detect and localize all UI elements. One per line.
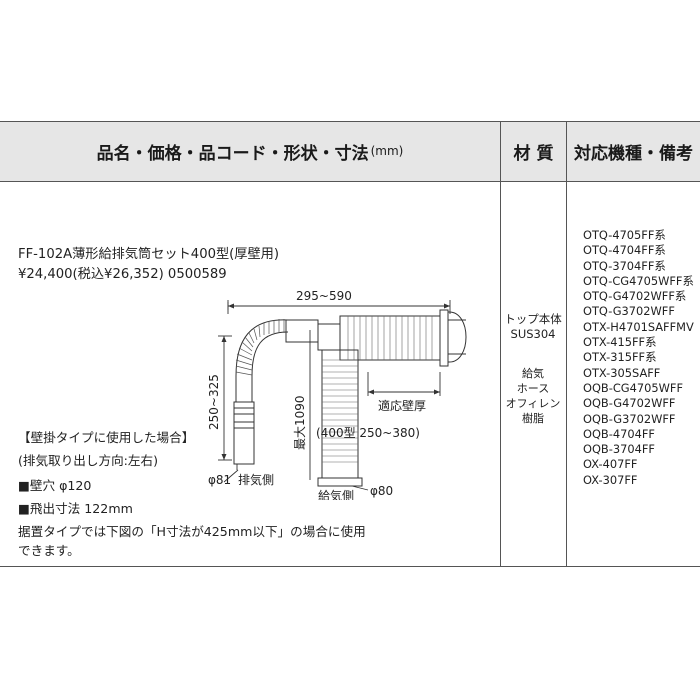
dim-vertical-label: 250~325 [207, 374, 221, 430]
material-top-line-1: トップ本体 [504, 312, 562, 326]
compatible-model: OTX-315FF系 [583, 350, 657, 365]
dimension-arrows [221, 303, 450, 460]
header-material-cell: 材 質 [501, 121, 566, 181]
compatible-model: OQB-G4702WFF [583, 396, 676, 411]
dim-width-label: 295~590 [296, 289, 352, 303]
compatible-models-list: OTQ-4705FF系 OTQ-4704FF系 OTQ-3704FF系 OTQ-… [583, 228, 694, 488]
wall-range-label: (400型 250~380) [316, 426, 420, 440]
junction-box [317, 323, 341, 351]
header-compatible-label: 対応機種・備考 [574, 143, 693, 164]
exhaust-elbow-ribs [235, 319, 285, 376]
leader-phi-exhaust [223, 469, 239, 483]
leader-phi-intake [351, 485, 369, 491]
compatible-model: OQB-3704FF [583, 442, 655, 457]
compatible-model: OTX-H4701SAFFMV [583, 319, 694, 334]
intake-hose-band [317, 477, 363, 487]
header-product-cell: 品名・価格・品コード・形状・寸法(mm) [0, 121, 500, 181]
compatible-model: OTQ-4704FF系 [583, 243, 666, 258]
compatible-model: OX-407FF [583, 457, 638, 472]
header-material-label: 材 質 [513, 143, 554, 164]
material-hose-line-2: ホース [516, 382, 550, 395]
exhaust-pipe [233, 401, 255, 465]
header-product-label: 品名・価格・品コード・形状・寸法 [96, 143, 369, 164]
note-hole: ■壁穴 φ120 [18, 478, 92, 493]
compatible-model: OQB-CG4705WFF [583, 380, 683, 395]
note-protrusion: ■飛出寸法 122mm [18, 501, 133, 516]
compatible-model: OQB-4704FF [583, 426, 655, 441]
phi-exhaust-label: φ81 [208, 473, 231, 487]
vent-top-cap [447, 311, 467, 363]
note-direction: (排気取り出し方向:左右) [18, 453, 159, 468]
material-hose-line-1: 給気 [522, 367, 544, 380]
compatible-model: OTQ-4705FF系 [583, 228, 666, 242]
material-hose-line-4: 樹脂 [522, 412, 544, 425]
exhaust-elbow-outer [235, 319, 289, 402]
product-price: ¥24,400(税込¥26,352) 0500589 [18, 267, 227, 282]
wall-thickness-label: 適応壁厚 [378, 398, 426, 413]
header-product-unit: (mm) [370, 144, 404, 158]
note-floor-line-1: 据置タイプでは下図の「H寸法が425mm以下」の場合に使用 [18, 524, 366, 539]
compatible-model: OTQ-G3702WFF [583, 304, 675, 319]
compatible-model: OTX-415FF系 [583, 335, 657, 350]
material-top-line-2: SUS304 [510, 327, 556, 341]
column-divider-2 [566, 121, 567, 567]
exhaust-connector [285, 319, 319, 343]
vent-pipe-drawing: 295~590 250~325 最大1090 適応壁厚 (400型 250~38… [207, 289, 467, 500]
phi-intake-label: φ80 [370, 484, 393, 498]
note-wall-type: 【壁掛タイプに使用した場合】 [18, 430, 195, 445]
material-hose-line-3: オフィレン [505, 397, 561, 410]
intake-hose-ribs [322, 359, 358, 463]
compatible-model: OX-307FF [583, 472, 638, 487]
compatible-model: OQB-G3702WFF [583, 411, 676, 426]
dim-max-label: 最大1090 [293, 395, 307, 450]
compatible-model: OTX-305SAFF [583, 365, 661, 380]
header-bottom-border [0, 181, 700, 182]
product-name: FF-102A薄形給排気筒セット400型(厚壁用) [18, 247, 280, 262]
compatible-model: OTQ-3704FF系 [583, 258, 666, 273]
wall-plate [439, 309, 449, 367]
header-compatible-cell: 対応機種・備考 [567, 121, 700, 181]
exhaust-elbow-inner [251, 331, 289, 402]
wall-pipe-ribs [347, 316, 433, 360]
table-top-border [0, 121, 700, 122]
intake-side-label: 給気側 [318, 488, 354, 500]
table-bottom-border [0, 566, 700, 567]
material-hose: 給気 ホース オフィレン 樹脂 [501, 366, 565, 426]
table-header-background [0, 121, 700, 181]
compatible-model: OTQ-G4702WFF系 [583, 289, 687, 304]
note-floor-line-2: できます。 [18, 543, 80, 558]
column-divider-1 [500, 121, 501, 567]
exhaust-side-label: 排気側 [238, 472, 274, 487]
material-top: トップ本体 SUS304 [501, 312, 565, 342]
compatible-model: OTQ-CG4705WFF系 [583, 273, 694, 288]
